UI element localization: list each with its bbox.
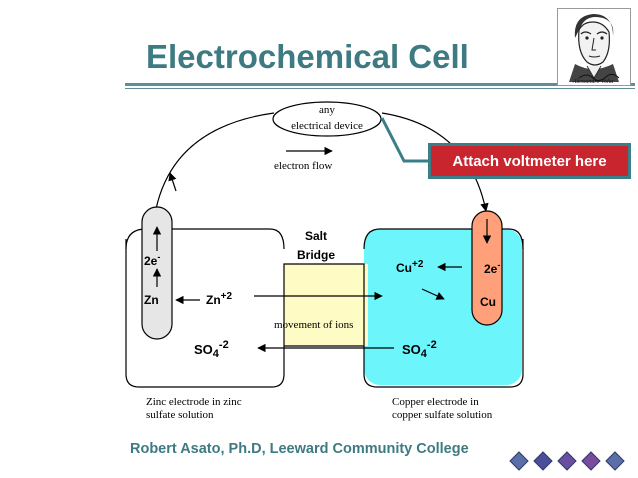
movement-of-ions-label: movement of ions <box>274 319 353 331</box>
last-slide-icon[interactable] <box>605 451 625 471</box>
first-slide-icon[interactable] <box>509 451 529 471</box>
home-icon[interactable] <box>557 451 577 471</box>
left-wire-arrow <box>168 172 177 192</box>
slide-navigation <box>509 451 625 471</box>
sulfate-left-label: SO4-2 <box>194 339 229 360</box>
copper-electrons-label: 2e- <box>484 260 500 276</box>
zinc-caption-1: Zinc electrode in zinc <box>146 396 242 408</box>
copper-caption-1: Copper electrode in <box>392 396 479 408</box>
slide-footer: Robert Asato, Ph.D, Leeward Community Co… <box>130 441 469 457</box>
copper-caption-2: copper sulfate solution <box>392 409 493 421</box>
zinc-electrons-label: 2e- <box>144 252 160 268</box>
copper-deposit-arrow <box>421 288 445 300</box>
copper-electrode-label: Cu <box>480 295 496 309</box>
salt-bridge-label-2: Bridge <box>297 248 335 262</box>
voltmeter-callout: Attach voltmeter here <box>428 143 631 179</box>
electrochemical-cell-diagram: any electrical device electron flow 2e- … <box>125 101 524 421</box>
title-rule-thin <box>125 88 635 89</box>
salt-bridge-label-1: Salt <box>305 229 327 243</box>
portrait-signature: Alessandro Volta <box>572 79 614 85</box>
right-beaker-top <box>363 228 524 250</box>
salt-bridge-fill <box>284 264 368 346</box>
electron-flow-label: electron flow <box>274 160 332 172</box>
next-slide-icon[interactable] <box>581 451 601 471</box>
zinc-caption-2: sulfate solution <box>146 409 214 421</box>
beaker-outline <box>125 239 524 388</box>
sulfate-right-label: SO4-2 <box>402 339 437 360</box>
wire-left <box>155 112 275 210</box>
copper-electrode <box>471 210 503 326</box>
title-rule <box>125 83 635 86</box>
zinc-electrode-label: Zn <box>144 293 159 307</box>
zinc-ion-label: Zn+2 <box>206 291 233 307</box>
device-label: electrical device <box>291 120 363 132</box>
copper-ion-label: Cu+2 <box>396 259 424 275</box>
volta-portrait: Alessandro Volta <box>557 8 631 86</box>
previous-slide-icon[interactable] <box>533 451 553 471</box>
slide-title: Electrochemical Cell <box>146 38 469 75</box>
left-beaker-top <box>125 228 285 250</box>
device-label-any: any <box>319 104 335 116</box>
